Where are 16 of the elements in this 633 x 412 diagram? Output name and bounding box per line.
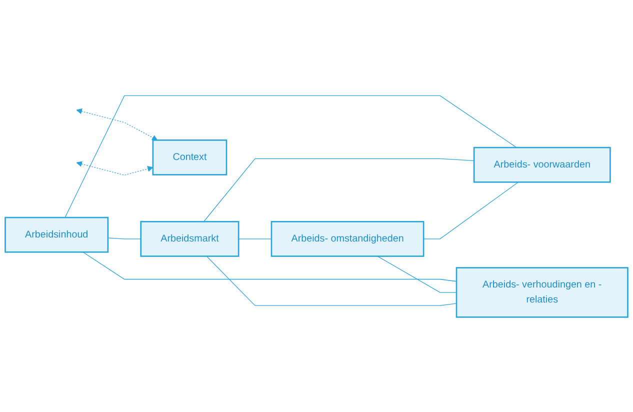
node-box: Arbeids- verhoudingen en -relaties	[456, 267, 628, 318]
connector	[82, 252, 457, 282]
connector	[64, 95, 517, 218]
node-box: Arbeidsinhoud	[4, 216, 109, 253]
node-box: Context	[152, 139, 228, 176]
node-box: Arbeids- voorwaarden	[473, 146, 611, 183]
connector	[108, 238, 142, 240]
arrow	[76, 161, 154, 176]
node-box: Arbeids- omstandigheden	[270, 220, 424, 257]
connector	[423, 182, 519, 240]
connector	[238, 238, 272, 240]
node-box: Arbeidsmarkt	[140, 220, 240, 257]
connector	[203, 158, 474, 222]
connector	[377, 256, 457, 293]
arrow	[76, 108, 158, 140]
connector	[206, 256, 457, 306]
